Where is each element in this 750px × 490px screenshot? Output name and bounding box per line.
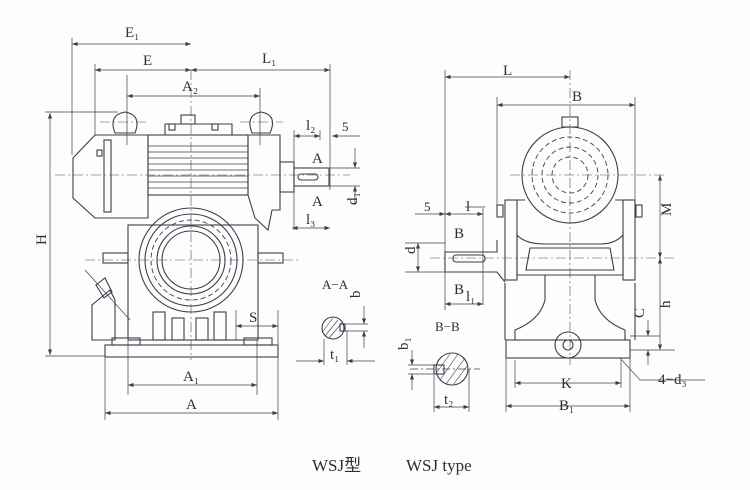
section-bb-title: B−B: [435, 319, 460, 334]
label-section-A-top: A: [312, 151, 323, 167]
label-B1: B₁: [559, 398, 574, 414]
label-E: E: [143, 53, 152, 69]
label-E1: E₁: [125, 25, 139, 41]
label-h: h: [658, 300, 674, 308]
label-A1: A₁: [183, 369, 199, 385]
label-L: L: [503, 63, 512, 79]
lifting-eye: [249, 111, 274, 134]
label-A2: A₂: [182, 79, 198, 95]
label-t1: t₁: [330, 347, 339, 363]
label-section-A-bottom: A: [312, 194, 323, 210]
gear-case: [127, 224, 259, 341]
front-view: E₁ E L₁ A₂ H l₂ 5 A A d₁ l₃ S A₁ A: [34, 25, 361, 420]
label-5: 5: [342, 119, 349, 134]
section-a-a: A−A b t₁: [296, 277, 375, 365]
label-d1: d₁: [345, 192, 361, 205]
label-M: M: [659, 203, 675, 216]
label-S: S: [249, 310, 257, 326]
base-plate: [104, 344, 279, 358]
caption-english: WSJ type: [406, 456, 472, 475]
label-H: H: [34, 234, 50, 245]
side-view: L B 5 l B d B l₁ M h C 4−d₃ K B₁: [403, 63, 705, 414]
label-C: C: [632, 308, 648, 318]
keyway: [297, 173, 319, 181]
label-section-B-top: B: [454, 226, 464, 242]
label-K: K: [561, 376, 572, 392]
label-l2: l₂: [306, 118, 315, 134]
caption-chinese: WSJ型: [312, 456, 361, 475]
input-shaft: [293, 167, 330, 187]
label-l1: l₁: [466, 289, 475, 305]
side-base-plate: [505, 339, 631, 359]
label-A: A: [186, 397, 197, 413]
label-5-side: 5: [424, 199, 431, 214]
worm-shaft-housing: [525, 247, 615, 271]
label-b1: b₁: [396, 337, 412, 350]
section-aa-title: A−A: [322, 277, 349, 292]
motor-body: [147, 134, 249, 196]
label-section-B-bottom: B: [454, 282, 464, 298]
output-keyway: [452, 254, 486, 263]
section-b-b: B−B b₁ t₂: [396, 319, 480, 412]
label-d: d: [403, 246, 419, 254]
label-l3: l₃: [306, 212, 315, 228]
label-B: B: [572, 89, 582, 105]
label-t2: t₂: [444, 392, 453, 408]
label-l: l: [466, 199, 470, 215]
label-b: b: [348, 291, 364, 299]
label-4-d3: 4−d₃: [658, 372, 687, 388]
lifting-eye: [112, 111, 138, 134]
label-L1: L₁: [262, 51, 276, 67]
